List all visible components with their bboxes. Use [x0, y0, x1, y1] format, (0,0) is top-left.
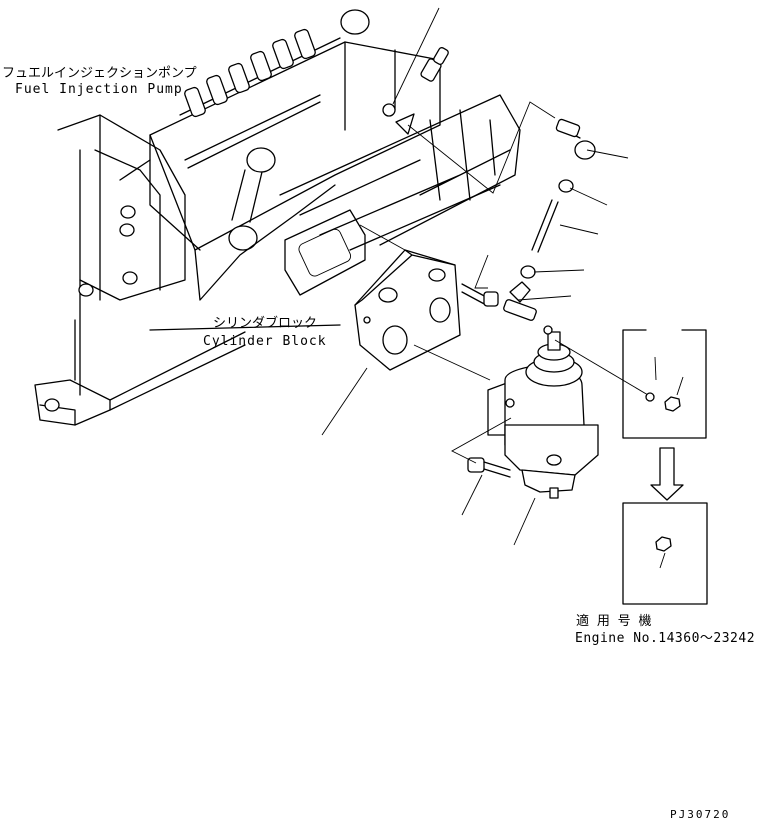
solenoid-drawing	[487, 331, 599, 499]
fuel-injection-pump-drawing	[119, 9, 449, 301]
leader-lines	[321, 7, 684, 569]
adapter-plate-drawing	[354, 249, 461, 371]
serial-range-label-jp: 適 用 号 機	[576, 614, 652, 629]
plate-bolt-drawing	[461, 283, 499, 307]
cylinder-block-label: Cylinder Block	[203, 334, 327, 349]
cylinder-block-label-jp: シリンダブロック	[213, 316, 318, 331]
drawing-code: PJ30720	[670, 808, 731, 821]
serial-range-label: Engine No.14360～23242	[575, 631, 756, 646]
cylinder-block-drawing	[34, 94, 521, 426]
fuel-injection-pump-label: Fuel Injection Pump	[15, 82, 183, 97]
variant-insets	[622, 329, 708, 605]
fuel-injection-pump-label-jp: フュエルインジェクションポンプ	[2, 66, 197, 81]
linkage-drawing	[503, 118, 596, 335]
solenoid-bolt-drawing	[467, 457, 511, 478]
